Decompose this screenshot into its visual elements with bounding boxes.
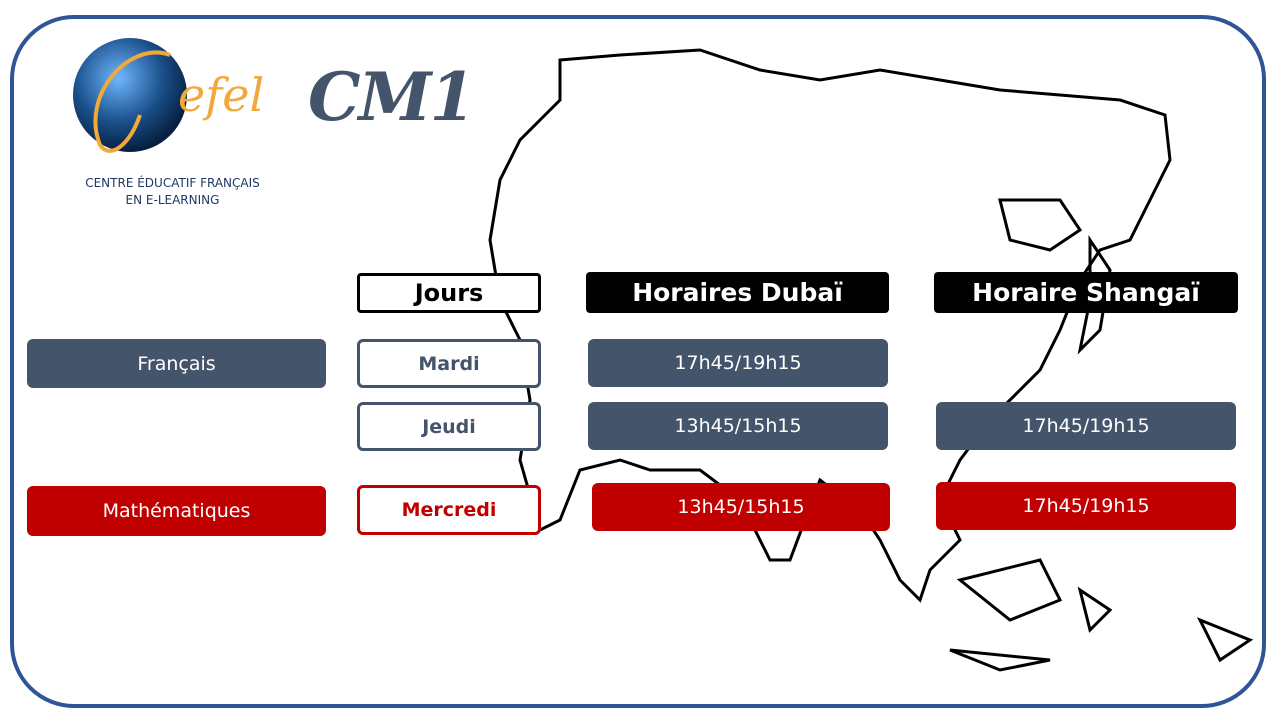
logo-brand: efel: [178, 68, 265, 122]
time-shanghai-jeudi: 17h45/19h15: [936, 402, 1236, 450]
time-dubai-mercredi: 13h45/15h15: [592, 483, 890, 531]
day-mercredi: Mercredi: [357, 485, 541, 535]
logo-tagline-1: CENTRE ÉDUCATIF FRANÇAIS: [85, 176, 260, 190]
day-jeudi: Jeudi: [357, 402, 541, 451]
header-days: Jours: [357, 273, 541, 313]
time-dubai-mardi: 17h45/19h15: [588, 339, 888, 387]
subject-mathematiques: Mathématiques: [27, 486, 326, 536]
globe-logo-icon: [73, 38, 187, 153]
class-title: CM1: [308, 58, 476, 136]
subject-francais: Français: [27, 339, 326, 388]
slide-frame: [10, 15, 1266, 708]
header-shanghai: Horaire Shangaï: [934, 272, 1238, 313]
day-mardi: Mardi: [357, 339, 541, 388]
time-shanghai-mercredi: 17h45/19h15: [936, 482, 1236, 530]
logo-tagline-2: EN E-LEARNING: [125, 193, 220, 207]
time-dubai-jeudi: 13h45/15h15: [588, 402, 888, 450]
header-dubai: Horaires Dubaï: [586, 272, 889, 313]
